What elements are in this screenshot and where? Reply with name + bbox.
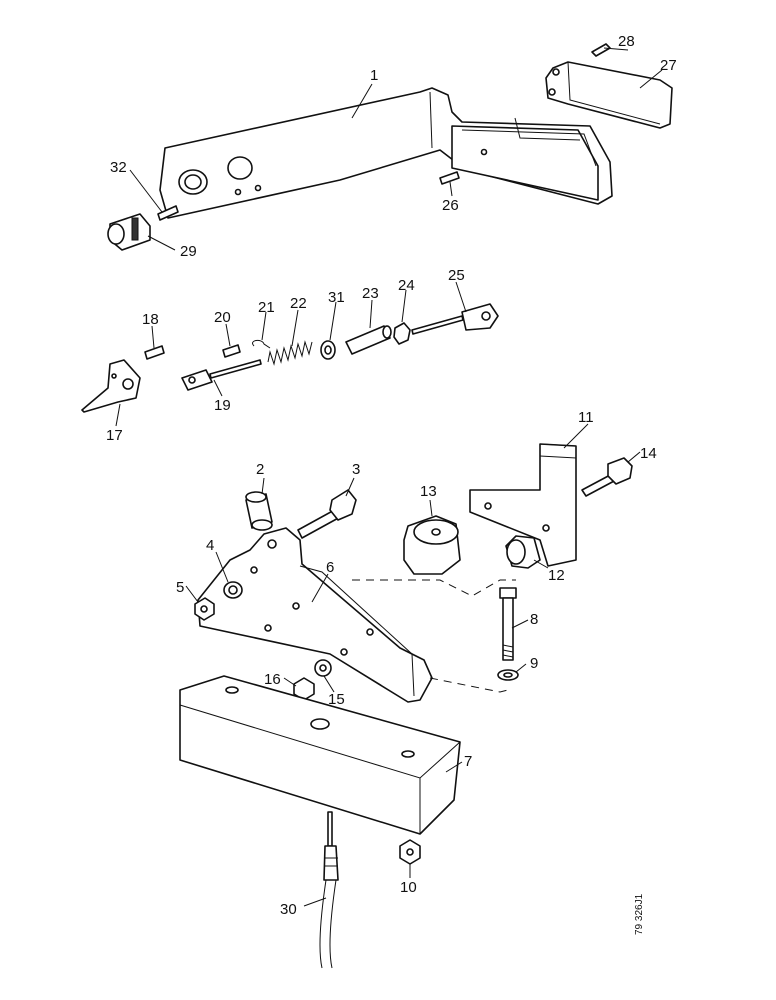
callout-10: 10 — [400, 879, 417, 896]
callout-13: 13 — [420, 483, 437, 500]
part-1-lever-arm — [159, 87, 613, 219]
part-6-pedal-bracket — [197, 527, 433, 703]
callout-31: 31 — [328, 289, 345, 306]
callout-9: 9 — [530, 655, 538, 672]
callout-30: 30 — [280, 901, 297, 918]
part-24-nut — [393, 322, 411, 345]
part-20-pin — [222, 344, 241, 358]
callout-20: 20 — [214, 309, 231, 326]
part-32-pin — [157, 205, 179, 221]
part-4-washer — [223, 581, 243, 599]
callout-2: 2 — [256, 461, 264, 478]
part-25-clevis — [411, 303, 499, 335]
callout-12: 12 — [548, 567, 565, 584]
callout-25: 25 — [448, 267, 465, 284]
callout-8: 8 — [530, 611, 538, 628]
part-12-bush — [505, 535, 541, 569]
part-11-bracket — [469, 443, 577, 567]
part-22-spring — [267, 340, 313, 366]
part-21-clip — [252, 339, 271, 349]
callout-18: 18 — [142, 311, 159, 328]
callout-24: 24 — [398, 277, 415, 294]
callout-26: 26 — [442, 197, 459, 214]
part-5-nut — [194, 597, 215, 621]
part-19-rod — [181, 359, 262, 391]
part-3-bolt — [297, 489, 357, 539]
callout-3: 3 — [352, 461, 360, 478]
callout-4: 4 — [206, 537, 214, 554]
assembly-dashed-lines — [352, 579, 516, 693]
callout-27: 27 — [660, 57, 677, 74]
callout-17: 17 — [106, 427, 123, 444]
part-2-spacer — [245, 491, 273, 531]
part-15-washer — [314, 659, 332, 677]
part-17-pawl — [81, 359, 141, 413]
callout-16: 16 — [264, 671, 281, 688]
callout-28: 28 — [618, 33, 635, 50]
part-9-washer — [497, 669, 519, 681]
callout-5: 5 — [176, 579, 184, 596]
part-27-cover — [545, 61, 673, 129]
part-13-block — [403, 515, 461, 575]
part-10-nut — [399, 839, 421, 865]
part-23-tube — [345, 325, 392, 355]
part-8-bolt — [499, 587, 517, 661]
callout-21: 21 — [258, 299, 275, 316]
part-16-nut — [293, 677, 315, 701]
leader-lines — [115, 47, 663, 907]
callout-6: 6 — [326, 559, 334, 576]
callout-32: 32 — [110, 159, 127, 176]
drawing-reference-code: 79 326J1 — [634, 893, 645, 935]
callout-23: 23 — [362, 285, 379, 302]
part-26-pin — [439, 171, 460, 185]
callout-14: 14 — [640, 445, 657, 462]
part-31-washer — [320, 340, 336, 360]
part-30-cable — [319, 811, 339, 969]
callout-15: 15 — [328, 691, 345, 708]
callout-22: 22 — [290, 295, 307, 312]
callout-1: 1 — [370, 67, 378, 84]
callout-7: 7 — [464, 753, 472, 770]
callout-11: 11 — [578, 409, 594, 426]
part-14-bolt — [581, 457, 633, 497]
part-28-pin — [591, 43, 611, 57]
part-7-weight-block — [179, 675, 461, 835]
callout-29: 29 — [180, 243, 197, 260]
part-29-bush — [107, 213, 151, 251]
callout-19: 19 — [214, 397, 231, 414]
part-18-pin — [144, 345, 165, 360]
callout-labels: 1 2 3 4 5 6 7 8 9 10 11 12 13 14 15 16 1… — [106, 33, 677, 935]
